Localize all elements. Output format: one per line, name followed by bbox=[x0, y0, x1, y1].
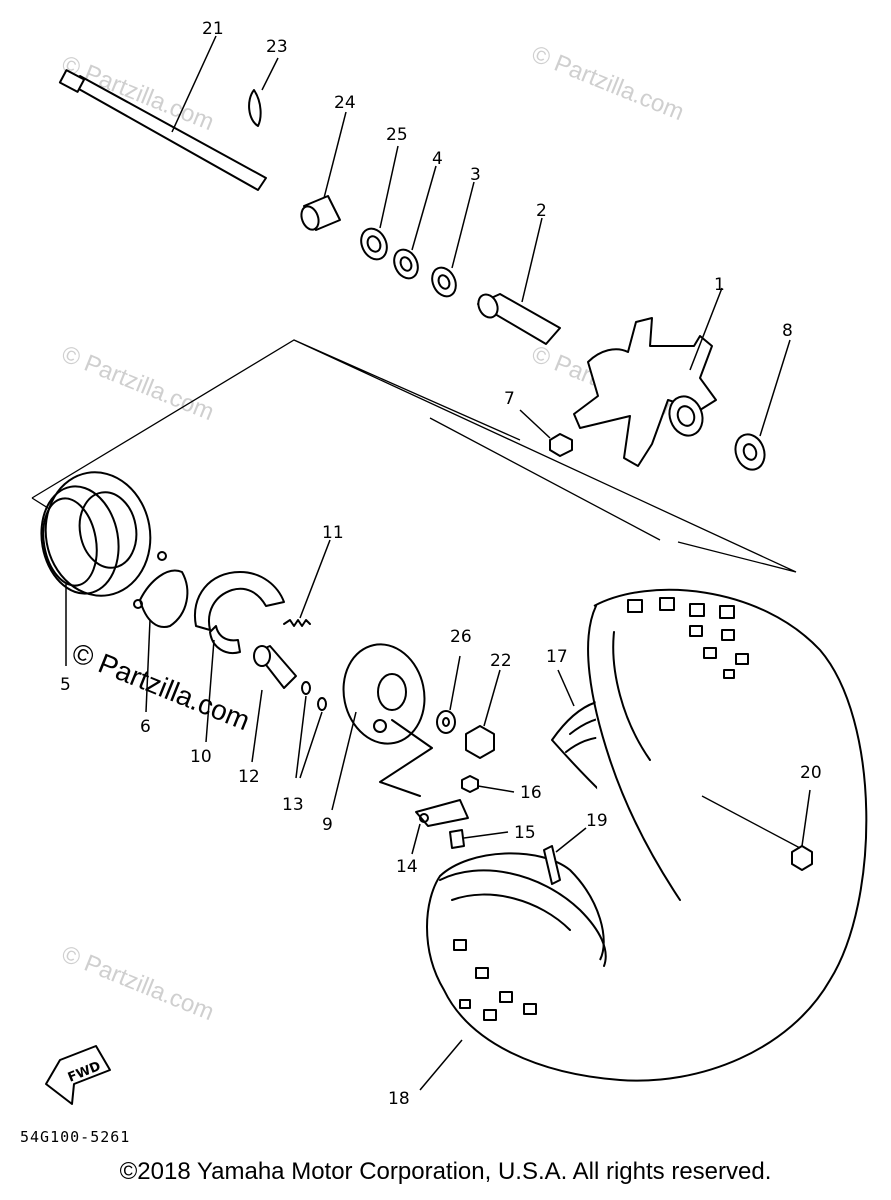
callout-16: 16 bbox=[520, 783, 542, 803]
callout-5: 5 bbox=[60, 675, 71, 695]
tire-part bbox=[419, 588, 868, 1091]
callout-6: 6 bbox=[140, 717, 151, 737]
callout-4: 4 bbox=[432, 149, 443, 169]
brake-lever-part bbox=[411, 799, 469, 855]
bearing-part bbox=[360, 145, 399, 261]
nut-part bbox=[519, 409, 573, 457]
watermark: © Partzilla.com bbox=[528, 41, 688, 127]
spring-part bbox=[283, 539, 331, 627]
callout-14: 14 bbox=[396, 857, 418, 877]
callout-9: 9 bbox=[322, 815, 333, 835]
callout-26: 26 bbox=[450, 627, 472, 647]
watermark: © Partzilla.com bbox=[58, 941, 218, 1027]
cotter-pin-part bbox=[248, 57, 279, 127]
callout-15: 15 bbox=[514, 823, 536, 843]
o-ring-part bbox=[295, 681, 327, 779]
wheel-nut-part bbox=[701, 789, 813, 871]
callout-21: 21 bbox=[202, 19, 224, 39]
callout-18: 18 bbox=[388, 1089, 410, 1109]
axle-nut-part bbox=[465, 669, 501, 759]
callout-10: 10 bbox=[190, 747, 212, 767]
lever-nut-part bbox=[461, 775, 515, 793]
brake-shoe-part bbox=[193, 571, 285, 743]
lever-bolt-part bbox=[449, 829, 509, 849]
callout-13: 13 bbox=[282, 795, 304, 815]
fwd-arrow-icon: FWD bbox=[45, 1045, 111, 1105]
watermark: © Partzilla.com bbox=[58, 341, 218, 427]
brake-drum-part bbox=[40, 471, 152, 666]
axle-part bbox=[58, 35, 267, 191]
callout-24: 24 bbox=[334, 93, 356, 113]
tread-blocks bbox=[453, 597, 749, 1021]
watermark-group: © Partzilla.com © Partzilla.com © Partzi… bbox=[58, 41, 688, 1027]
copyright-notice: ©2018 Yamaha Motor Corporation, U.S.A. A… bbox=[119, 1158, 772, 1185]
seal-part bbox=[734, 339, 791, 471]
diagram-part-code: 54G100-5261 bbox=[20, 1128, 130, 1146]
hub-part bbox=[573, 287, 723, 467]
collar-part bbox=[300, 111, 347, 231]
callout-20: 20 bbox=[800, 763, 822, 783]
callout-7: 7 bbox=[504, 389, 515, 409]
callout-23: 23 bbox=[266, 37, 288, 57]
oil-seal-part bbox=[393, 165, 437, 280]
callout-8: 8 bbox=[782, 321, 793, 341]
valve-part bbox=[543, 827, 587, 885]
washer-part bbox=[436, 655, 461, 734]
callout-11: 11 bbox=[322, 523, 344, 543]
assembly-outline bbox=[31, 339, 797, 573]
callout-17: 17 bbox=[546, 647, 568, 667]
spacer-part bbox=[477, 217, 561, 345]
callout-labels: 1 2 3 4 5 6 7 8 9 10 11 12 13 14 15 16 1… bbox=[60, 19, 822, 1109]
callout-25: 25 bbox=[386, 125, 408, 145]
callout-19: 19 bbox=[586, 811, 608, 831]
callout-3: 3 bbox=[470, 165, 481, 185]
callout-12: 12 bbox=[238, 767, 260, 787]
brake-panel-part bbox=[331, 643, 433, 811]
callout-1: 1 bbox=[714, 275, 725, 295]
bearing-part bbox=[431, 181, 475, 298]
callout-22: 22 bbox=[490, 651, 512, 671]
plate-part bbox=[133, 551, 189, 713]
callout-2: 2 bbox=[536, 201, 547, 221]
cam-part bbox=[251, 645, 297, 763]
